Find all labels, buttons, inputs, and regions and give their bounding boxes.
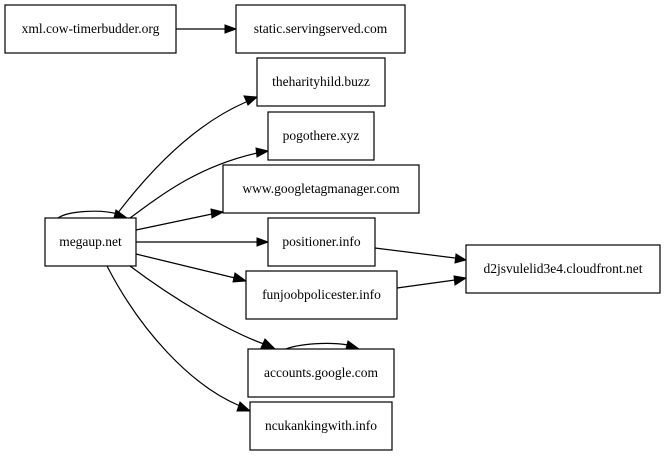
arrowhead xyxy=(236,401,252,412)
arrowhead xyxy=(260,338,277,350)
node-label: d2jsvulelid3e4.cloudfront.net xyxy=(484,261,643,276)
arrowhead xyxy=(243,95,259,106)
edge-positioner-to-cloudfront xyxy=(374,247,456,259)
arrowhead xyxy=(113,209,129,219)
node-label: ncukankingwith.info xyxy=(265,418,377,433)
arrowhead xyxy=(232,272,248,283)
node-accounts-google[interactable]: accounts.google.com xyxy=(247,348,395,398)
node-cloudfront[interactable]: d2jsvulelid3e4.cloudfront.net xyxy=(465,244,661,294)
node-static-servingserved[interactable]: static.servingserved.com xyxy=(235,4,406,54)
node-label: funjoobpolicester.info xyxy=(262,287,381,302)
arrowhead xyxy=(454,253,468,264)
node-xml-cow-timerbudder[interactable]: xml.cow-timerbudder.org xyxy=(4,4,177,54)
node-funjoobpolicester[interactable]: funjoobpolicester.info xyxy=(245,270,398,320)
arrowhead xyxy=(210,208,225,219)
node-label: accounts.google.com xyxy=(264,365,378,380)
node-positioner[interactable]: positioner.info xyxy=(267,217,376,267)
edge-megaup-to-accounts-google xyxy=(129,265,265,345)
node-label: megaup.net xyxy=(59,234,122,249)
node-label: static.servingserved.com xyxy=(254,21,388,36)
node-ncukankingwith[interactable]: ncukankingwith.info xyxy=(249,401,393,451)
node-megaup[interactable]: megaup.net xyxy=(44,217,137,267)
edge-funjoobpolicester-to-cloudfront xyxy=(396,279,456,289)
edge-megaup-self-loop xyxy=(57,210,119,219)
node-label: theharityhild.buzz xyxy=(272,74,370,89)
nodes: xml.cow-timerbudder.org static.servingse… xyxy=(4,4,661,451)
edge-megaup-to-googletagmanager xyxy=(135,213,213,231)
edge-megaup-to-ncukankingwith xyxy=(106,265,241,407)
edges xyxy=(57,24,468,412)
node-googletagmanager[interactable]: www.googletagmanager.com xyxy=(222,164,420,214)
node-label: positioner.info xyxy=(282,234,361,249)
edge-megaup-to-pogothere xyxy=(129,152,258,219)
node-label: pogothere.xyz xyxy=(283,128,360,143)
arrowhead xyxy=(345,340,361,350)
arrowhead xyxy=(453,275,468,286)
arrowhead xyxy=(224,24,238,34)
node-theharityhild[interactable]: theharityhild.buzz xyxy=(256,57,386,107)
node-label: www.googletagmanager.com xyxy=(242,181,400,196)
node-pogothere[interactable]: pogothere.xyz xyxy=(267,111,375,161)
edge-accounts-google-self-loop xyxy=(282,342,349,351)
arrowhead xyxy=(256,237,270,247)
edge-megaup-to-funjoobpolicester xyxy=(135,253,236,279)
arrowhead xyxy=(255,147,270,158)
node-label: xml.cow-timerbudder.org xyxy=(22,21,160,36)
edge-megaup-to-theharityhild xyxy=(113,101,247,219)
